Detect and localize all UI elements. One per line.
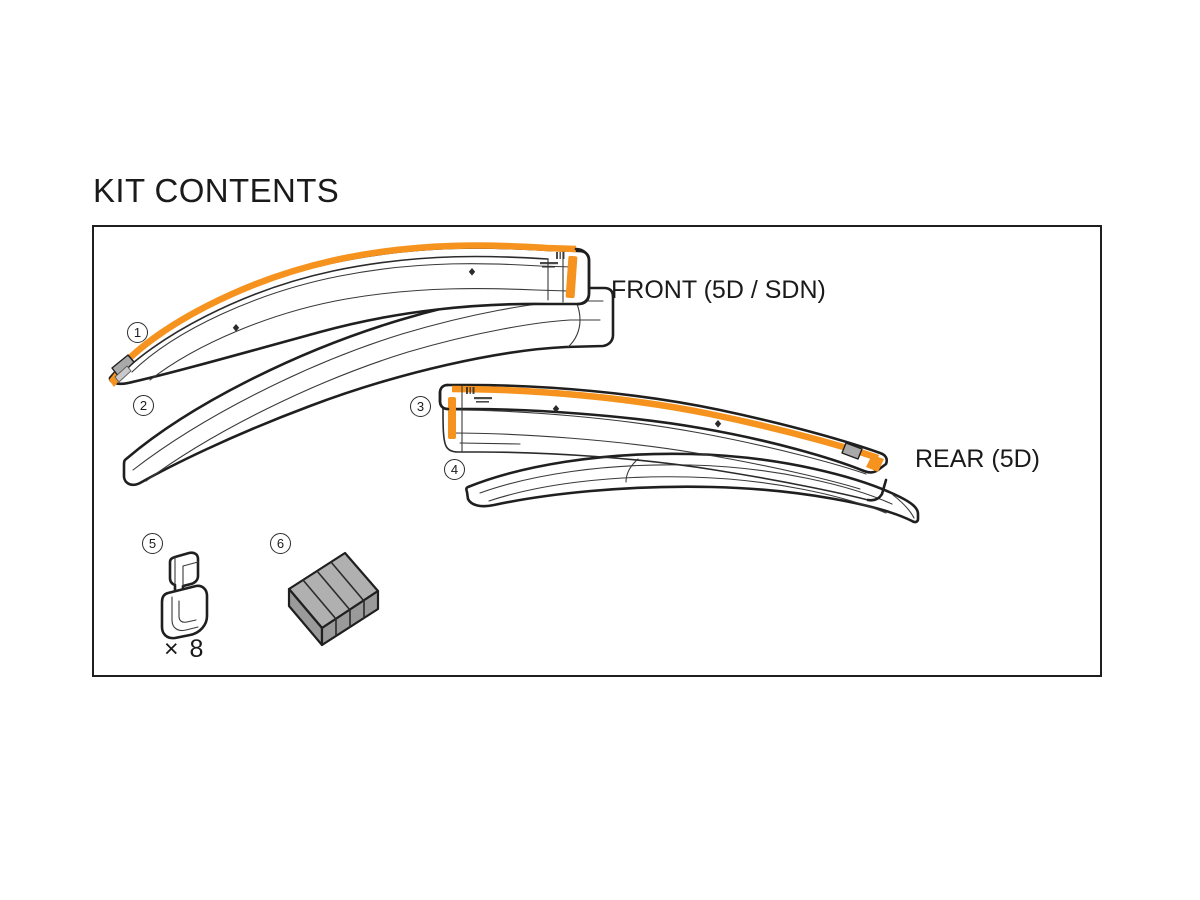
callout-3: 3 bbox=[410, 396, 431, 417]
callout-4: 4 bbox=[444, 459, 465, 480]
callout-5: 5 bbox=[142, 533, 163, 554]
callout-1: 1 bbox=[127, 322, 148, 343]
rear-group-label: REAR (5D) bbox=[915, 445, 1041, 473]
callout-2: 2 bbox=[133, 395, 154, 416]
callout-6: 6 bbox=[270, 533, 291, 554]
front-group-label: FRONT (5D / SDN) bbox=[611, 276, 826, 304]
clip-quantity-label: × 8 bbox=[164, 635, 206, 663]
page-title: KIT CONTENTS bbox=[93, 172, 340, 209]
